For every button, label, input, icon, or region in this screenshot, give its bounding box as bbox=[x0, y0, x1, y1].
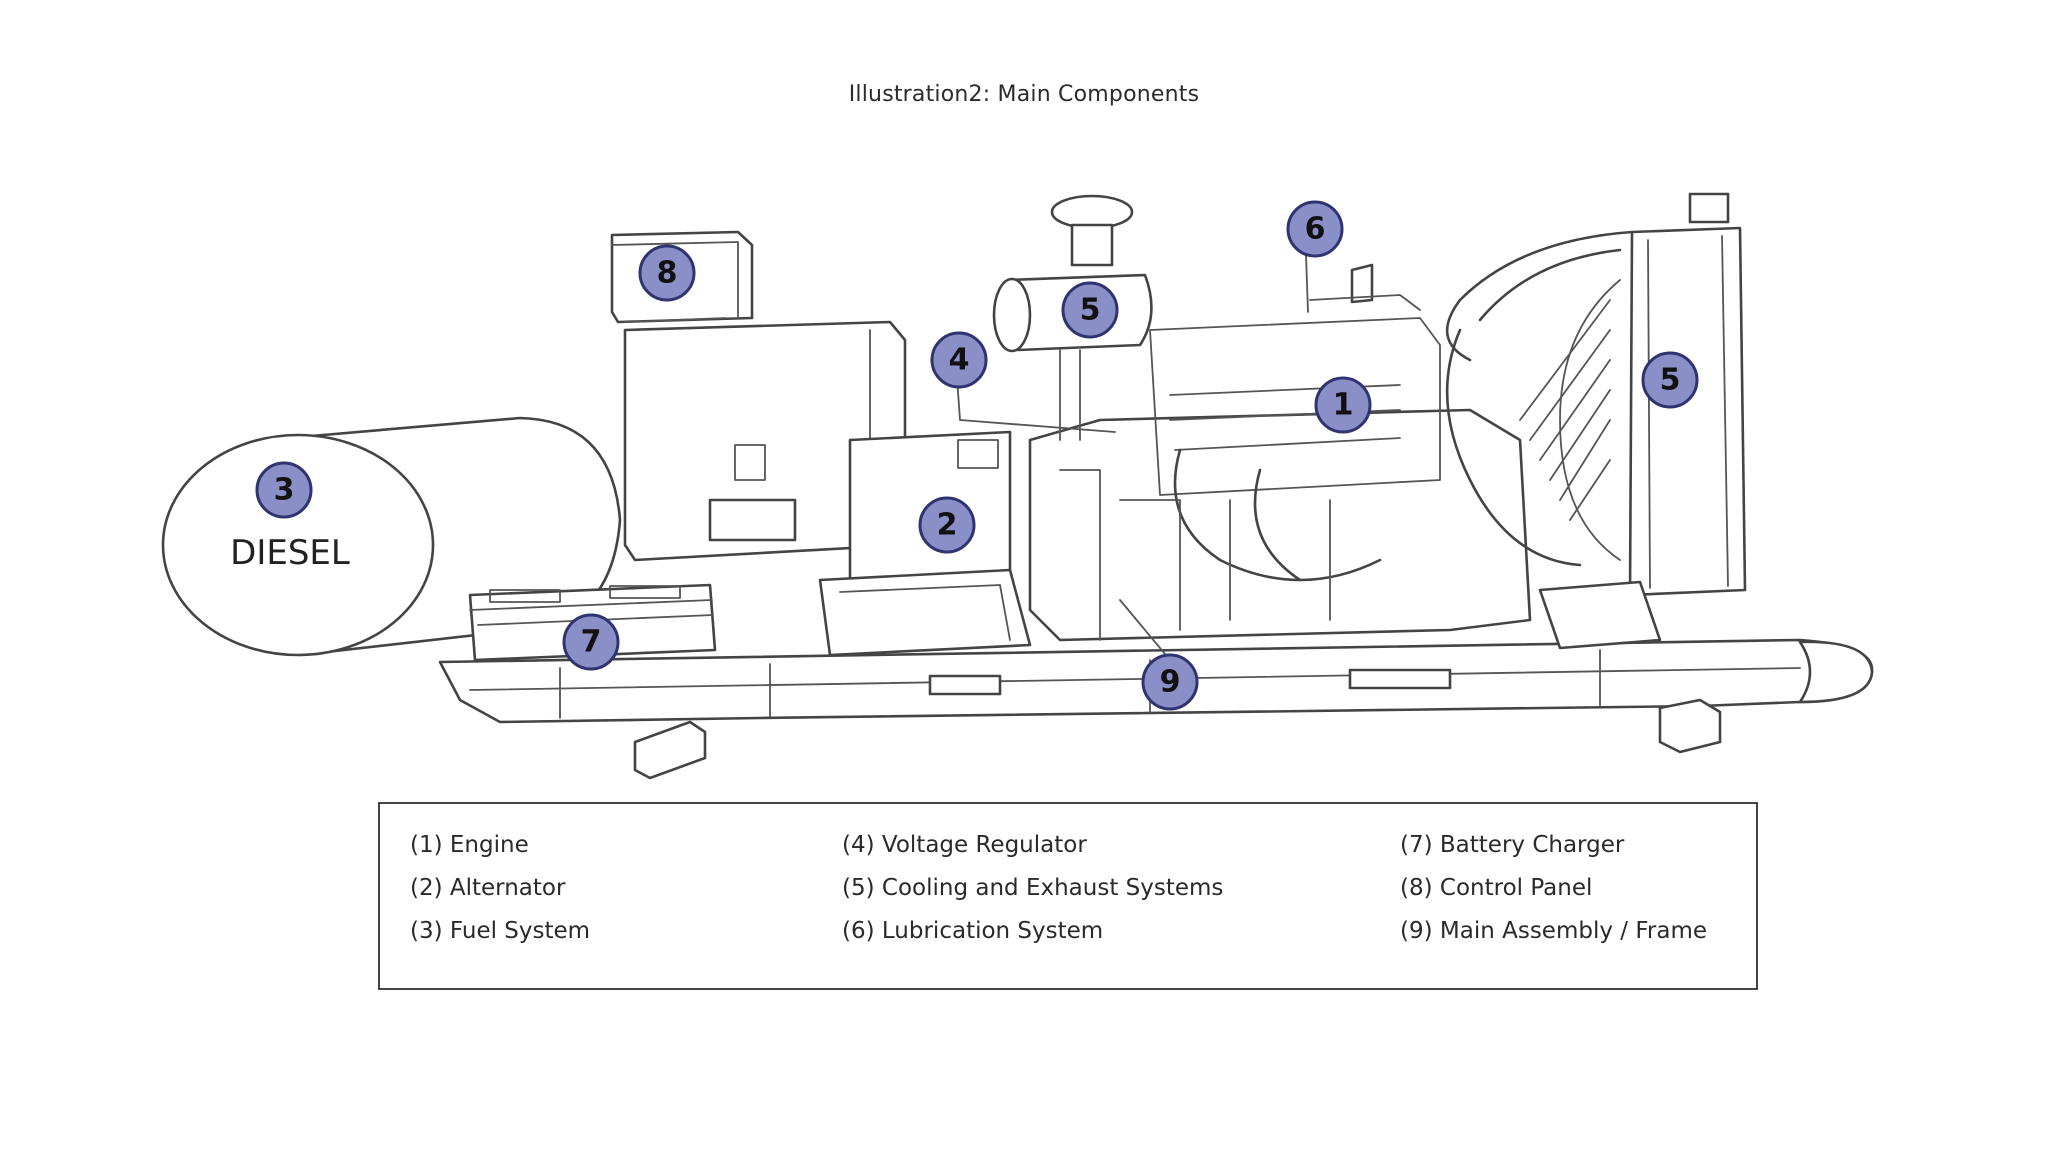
legend-item-fuel-system: (3) Fuel System bbox=[410, 918, 591, 944]
badge-4-number: 4 bbox=[949, 343, 970, 378]
legend-item-engine: (1) Engine bbox=[410, 832, 529, 858]
badge-9-number: 9 bbox=[1160, 665, 1181, 700]
badge-1-number: 1 bbox=[1333, 388, 1354, 423]
badge-3: 3 bbox=[255, 461, 313, 519]
legend-item-lubrication: (6) Lubrication System bbox=[842, 918, 1104, 944]
legend-item-cooling-exhaust: (5) Cooling and Exhaust Systems bbox=[842, 875, 1224, 901]
badge-9: 9 bbox=[1141, 653, 1199, 711]
badge-3-number: 3 bbox=[274, 473, 295, 508]
badge-6: 6 bbox=[1286, 200, 1344, 258]
badge-2: 2 bbox=[918, 496, 976, 554]
legend-box: (1) Engine (2) Alternator (3) Fuel Syste… bbox=[378, 802, 1758, 990]
legend-item-control-panel: (8) Control Panel bbox=[1400, 875, 1593, 901]
legend-item-alternator: (2) Alternator bbox=[410, 875, 566, 901]
legend-column-3: (7) Battery Charger (8) Control Panel (9… bbox=[1400, 830, 1707, 959]
legend-item-main-frame: (9) Main Assembly / Frame bbox=[1400, 918, 1707, 944]
badge-2-number: 2 bbox=[937, 508, 958, 543]
leader-lines bbox=[956, 254, 1309, 661]
diesel-tank: DIESEL bbox=[161, 416, 622, 657]
legend-item-battery-charger: (7) Battery Charger bbox=[1400, 832, 1625, 858]
radiator bbox=[1445, 192, 1747, 650]
badge-8: 8 bbox=[638, 244, 696, 302]
badge-7-number: 7 bbox=[581, 625, 602, 660]
badge-6-number: 6 bbox=[1305, 212, 1326, 247]
badge-5a-number: 5 bbox=[1080, 293, 1101, 328]
badge-5b-number: 5 bbox=[1660, 363, 1681, 398]
legend-column-1: (1) Engine (2) Alternator (3) Fuel Syste… bbox=[410, 830, 590, 959]
badge-4: 4 bbox=[930, 331, 988, 389]
legend-column-2: (4) Voltage Regulator (5) Cooling and Ex… bbox=[842, 830, 1223, 959]
badge-1: 1 bbox=[1314, 376, 1372, 434]
badge-5-radiator: 5 bbox=[1641, 351, 1699, 409]
badge-8-number: 8 bbox=[657, 256, 678, 291]
diesel-tank-label: DIESEL bbox=[230, 533, 350, 573]
legend-item-voltage-regulator: (4) Voltage Regulator bbox=[842, 832, 1087, 858]
badge-7: 7 bbox=[562, 613, 620, 671]
diagram-title: Illustration2: Main Components bbox=[848, 82, 1200, 107]
badge-5-exhaust: 5 bbox=[1061, 281, 1119, 339]
